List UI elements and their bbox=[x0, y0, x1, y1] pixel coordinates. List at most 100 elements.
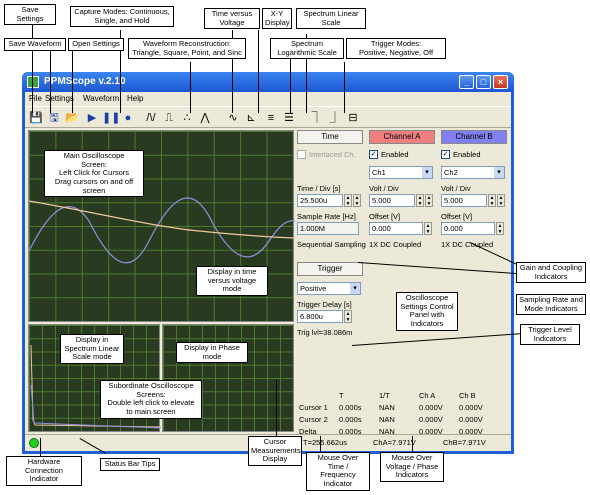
channel-a-select[interactable]: Ch1 bbox=[369, 166, 433, 179]
enabled-a-checkbox[interactable]: ✓ bbox=[369, 150, 378, 159]
volt-div-b-label: Volt / Div bbox=[441, 184, 471, 193]
trigger-negative-icon[interactable]: ⏌ bbox=[329, 112, 341, 124]
minimize-button[interactable]: _ bbox=[459, 75, 474, 89]
menu-help[interactable]: Help bbox=[127, 94, 144, 103]
volt-div-a-spinner[interactable]: ▲▼ bbox=[416, 194, 424, 207]
enabled-b-checkbox[interactable]: ✓ bbox=[441, 150, 450, 159]
channel-a-waveform bbox=[29, 200, 295, 239]
xy-display-icon[interactable]: ⊾ bbox=[246, 112, 256, 124]
menu-bar: File Settings Waveform Help bbox=[25, 92, 511, 106]
title-bar[interactable]: PPMScope v.2.10 _ □ × bbox=[22, 72, 514, 92]
leader-line bbox=[50, 50, 51, 113]
callout-sampling-rate: Sampling Rate and Mode Indicators bbox=[516, 294, 586, 316]
leader-line bbox=[190, 62, 191, 113]
spectrum-trace bbox=[30, 344, 161, 429]
maximize-button[interactable]: □ bbox=[476, 75, 491, 89]
triangle-wave-icon[interactable]: /\/ bbox=[146, 112, 156, 124]
save-settings-icon[interactable]: 💾 bbox=[29, 112, 43, 124]
leader-line bbox=[258, 30, 259, 113]
channel-b-select[interactable]: Ch2 bbox=[441, 166, 505, 179]
open-settings-icon[interactable]: 📂 bbox=[65, 112, 79, 124]
sinc-wave-icon[interactable]: ⋀ bbox=[200, 112, 210, 124]
volt-div-a-field[interactable]: 5.000 bbox=[369, 194, 415, 207]
offset-b-field[interactable]: 0.000 bbox=[441, 222, 495, 235]
close-button[interactable]: × bbox=[493, 75, 508, 89]
table-row: Delta 0.000s NAN 0.000V 0.000V bbox=[295, 425, 495, 437]
leader-line bbox=[32, 18, 33, 113]
time-div-spinner-2[interactable]: ▲▼ bbox=[353, 194, 361, 207]
callout-time-voltage: Time versus Voltage bbox=[204, 8, 260, 30]
client-area: File Settings Waveform Help 💾 🖫 📂 ▶ ❚❚ ●… bbox=[25, 92, 511, 451]
trigger-delay-field[interactable]: 6.800u bbox=[297, 310, 343, 323]
enabled-b-label: Enabled bbox=[453, 150, 481, 159]
callout-mouse-voltage: Mouse Over Voltage / Phase Indicators bbox=[380, 452, 444, 482]
meas-cell: 0.000V bbox=[459, 414, 483, 424]
volt-div-a-label: Volt / Div bbox=[369, 184, 399, 193]
callout-xy-display: X-Y Display bbox=[262, 8, 292, 30]
channel-b-button[interactable]: Channel B bbox=[441, 130, 507, 144]
meas-cell: 0.000V bbox=[419, 414, 443, 424]
trigger-off-icon[interactable]: ⊟ bbox=[348, 112, 358, 124]
callout-display-phase: Display in Phase mode bbox=[176, 342, 248, 364]
meas-cell: 0.000V bbox=[419, 402, 443, 412]
measurements-header-row: T 1/T Ch A Ch B bbox=[295, 389, 495, 401]
meas-cell: NAN bbox=[379, 426, 395, 436]
time-div-spinner[interactable]: ▲▼ bbox=[344, 194, 352, 207]
sample-rate-field: 1.000M bbox=[297, 222, 359, 235]
callout-trigger-level: Trigger Level Indicators bbox=[520, 324, 580, 346]
volt-div-a-spinner-2[interactable]: ▲▼ bbox=[425, 194, 433, 207]
square-wave-icon[interactable]: ⎍ bbox=[165, 112, 173, 124]
play-icon[interactable]: ▶ bbox=[87, 112, 97, 124]
meas-cell: NAN bbox=[379, 402, 395, 412]
offset-a-field[interactable]: 0.000 bbox=[369, 222, 423, 235]
status-chb: ChB=7.971V bbox=[443, 438, 486, 447]
menu-waveform[interactable]: Waveform bbox=[83, 94, 120, 103]
callout-display-time: Display in time versus voltage mode bbox=[196, 266, 268, 296]
spectrum-linear-icon[interactable]: ☰ bbox=[284, 112, 294, 124]
spectrum-log-icon[interactable]: ≡ bbox=[267, 112, 275, 124]
time-button[interactable]: Time bbox=[297, 130, 363, 144]
enabled-a-label: Enabled bbox=[381, 150, 409, 159]
record-icon[interactable]: ● bbox=[124, 112, 132, 124]
callout-hardware: Hardware Connection Indicator bbox=[6, 456, 82, 486]
point-wave-icon[interactable]: ∴ bbox=[183, 112, 191, 124]
interlaced-label: Interlaced Ch. bbox=[309, 150, 356, 159]
meas-cell: 0.000V bbox=[419, 426, 443, 436]
callout-capture-modes: Capture Modes: Continuous, Single, and H… bbox=[70, 6, 174, 28]
window-title: PPMScope v.2.10 bbox=[44, 76, 126, 87]
main-waveforms bbox=[29, 197, 295, 264]
cursor-measurements-table: T 1/T Ch A Ch B Cursor 1 0.000s NAN 0.00… bbox=[295, 389, 495, 437]
trigger-mode-select[interactable]: Positive bbox=[297, 282, 361, 295]
callout-display-spectrum: Display in Spectrum Linear Scale mode bbox=[60, 334, 124, 364]
interlaced-checkbox[interactable] bbox=[297, 150, 306, 159]
trigger-delay-label: Trigger Delay [s] bbox=[297, 300, 352, 309]
volt-div-b-spinner-2[interactable]: ▲▼ bbox=[497, 194, 505, 207]
callout-spectrum-linear: Spectrum Linear Scale bbox=[296, 8, 366, 30]
callout-settings-panel: Oscilloscope Settings Control Panel with… bbox=[396, 292, 458, 331]
time-voltage-icon[interactable]: ∿ bbox=[228, 112, 238, 124]
offset-b-spinner[interactable]: ▲▼ bbox=[496, 222, 504, 235]
toolbar: 💾 🖫 📂 ▶ ❚❚ ● /\/ ⎍ ∴ ⋀ ∿ ⊾ ≡ ☰ ⏋ ⏌ ⊟ bbox=[25, 106, 511, 128]
volt-div-b-field[interactable]: 5.000 bbox=[441, 194, 487, 207]
meas-cell: 0.000s bbox=[339, 426, 362, 436]
save-waveform-icon[interactable]: 🖫 bbox=[49, 112, 59, 124]
callout-open-settings: Open Settings bbox=[68, 38, 124, 51]
trigger-positive-icon[interactable]: ⏋ bbox=[311, 112, 323, 124]
menu-settings[interactable]: Settings bbox=[45, 94, 74, 103]
time-div-field[interactable]: 25.500u bbox=[297, 194, 343, 207]
callout-status-tips: Status Bar Tips bbox=[100, 458, 160, 471]
volt-div-b-spinner[interactable]: ▲▼ bbox=[488, 194, 496, 207]
meas-cell: Delta bbox=[299, 426, 317, 436]
menu-file[interactable]: File bbox=[29, 94, 42, 103]
trigger-button[interactable]: Trigger bbox=[297, 262, 363, 276]
meas-header: Ch B bbox=[459, 390, 476, 400]
offset-a-spinner[interactable]: ▲▼ bbox=[424, 222, 432, 235]
meas-cell: 0.000V bbox=[459, 402, 483, 412]
callout-cursor-meas: Cursor Measurements Display bbox=[248, 436, 302, 466]
channel-a-button[interactable]: Channel A bbox=[369, 130, 435, 144]
pause-icon[interactable]: ❚❚ bbox=[102, 112, 121, 124]
meas-cell: 0.000s bbox=[339, 402, 362, 412]
leader-line bbox=[276, 380, 277, 436]
trigger-level-indicator: Trig lvl=38.086m bbox=[297, 328, 353, 337]
trigger-delay-spinner[interactable]: ▲▼ bbox=[344, 310, 352, 323]
